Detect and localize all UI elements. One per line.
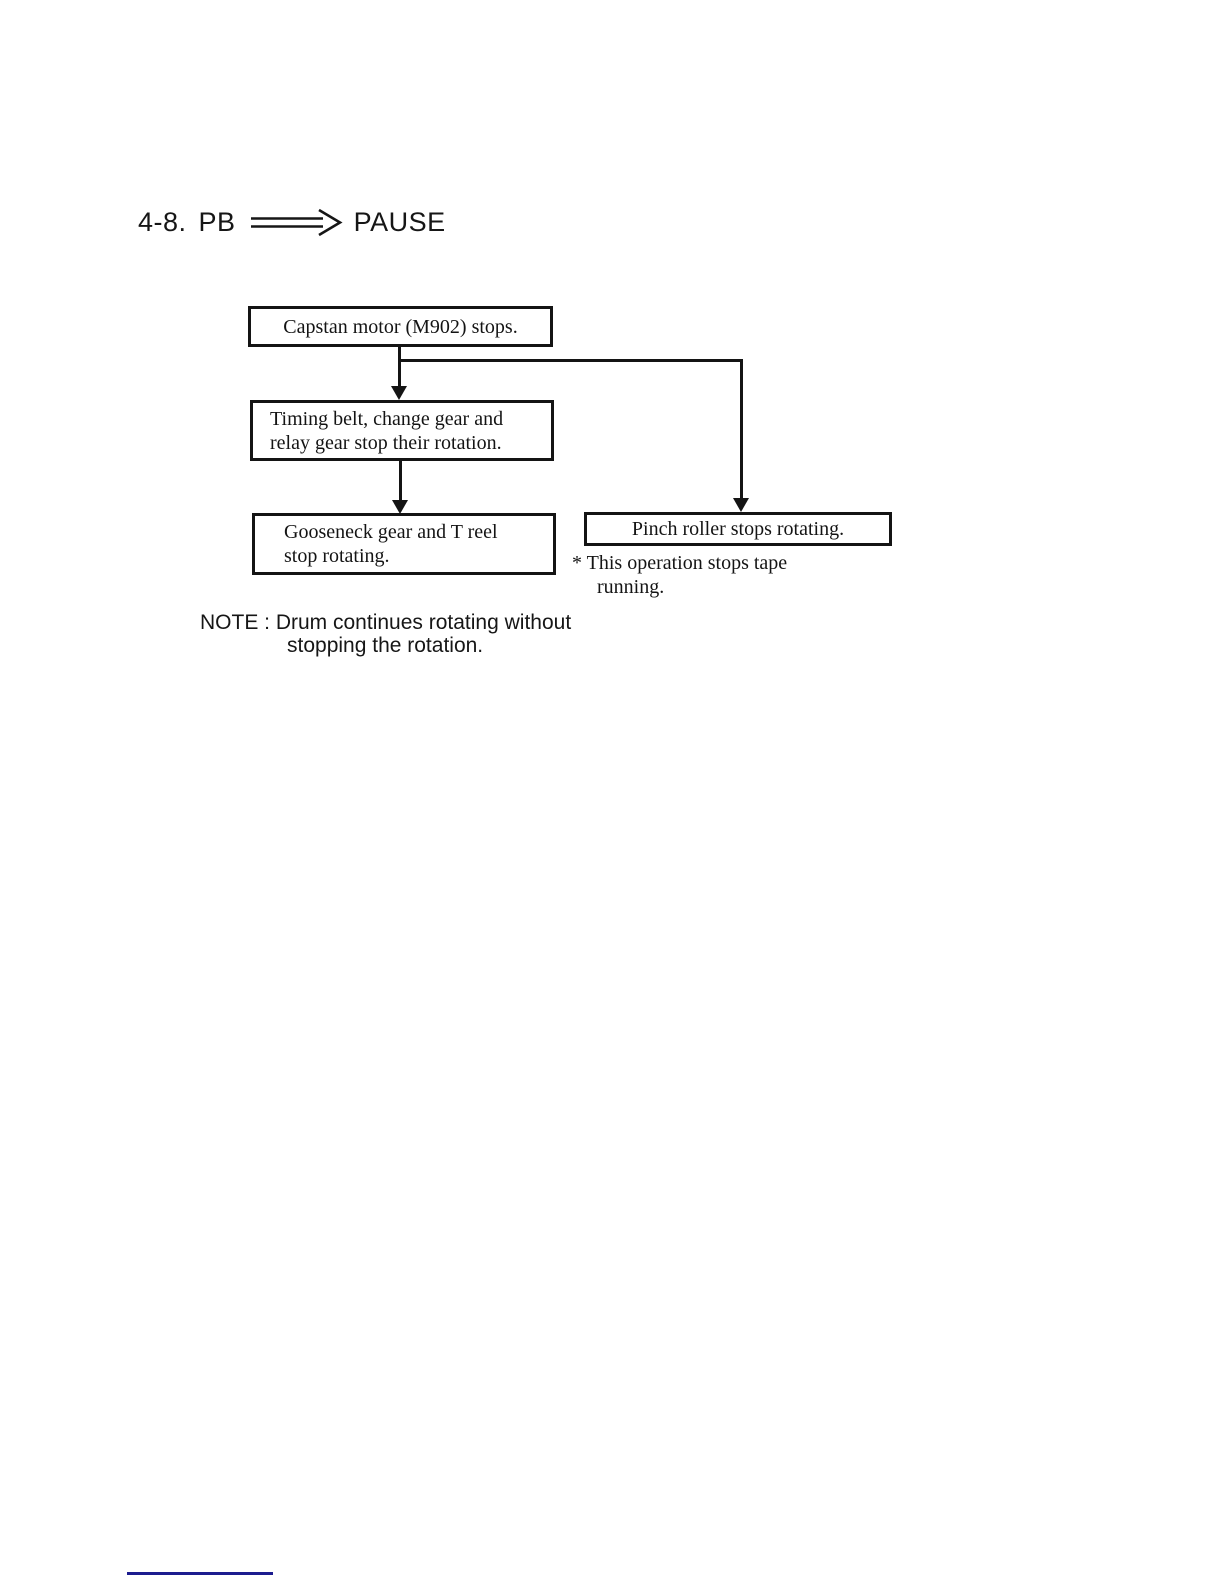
arrowhead-timing-to-gooseneck (392, 500, 408, 514)
flow-box-capstan-line: Capstan motor (M902) stops. (283, 315, 518, 338)
pinch-footnote: * This operation stops tape running. (572, 551, 787, 599)
drum-note-line-1: NOTE : Drum continues rotating without (200, 611, 572, 634)
flow-box-pinch-line: Pinch roller stops rotating. (631, 518, 845, 540)
transition-arrow-icon (250, 208, 343, 237)
flow-box-timing-belt: Timing belt, change gear and relay gear … (250, 400, 554, 461)
section-title: 4-8. PB PAUSE (138, 206, 446, 238)
drum-note-line-2: stopping the rotation. (287, 634, 484, 657)
footer-rule (127, 1572, 273, 1575)
pinch-footnote-line-1: * This operation stops tape (572, 552, 788, 574)
flow-box-capstan: Capstan motor (M902) stops. (248, 306, 553, 347)
drum-note: NOTE : Drum continues rotating without s… (200, 611, 571, 657)
flow-box-gooseneck-line-1: Gooseneck gear and T reel (284, 521, 498, 543)
mode-to-label: PAUSE (353, 206, 446, 237)
flow-box-timing-line-1: Timing belt, change gear and (270, 407, 504, 430)
section-number: 4-8. (138, 206, 187, 237)
connector-capstan-to-timing (398, 346, 401, 387)
connector-branch-to-pinch (740, 359, 743, 498)
flow-box-pinch-roller: Pinch roller stops rotating. (584, 512, 892, 546)
flow-box-gooseneck-line-2: stop rotating. (284, 545, 390, 567)
connector-timing-to-gooseneck (399, 461, 402, 500)
connector-branch-horizontal (398, 359, 743, 362)
pinch-footnote-line-2: running. (597, 576, 665, 598)
flow-box-gooseneck: Gooseneck gear and T reel stop rotating. (252, 513, 556, 575)
arrowhead-branch-to-pinch (733, 498, 749, 512)
mode-from-label: PB (198, 206, 236, 237)
flow-box-timing-line-2: relay gear stop their rotation. (270, 431, 502, 454)
arrowhead-capstan-to-timing (391, 386, 407, 400)
